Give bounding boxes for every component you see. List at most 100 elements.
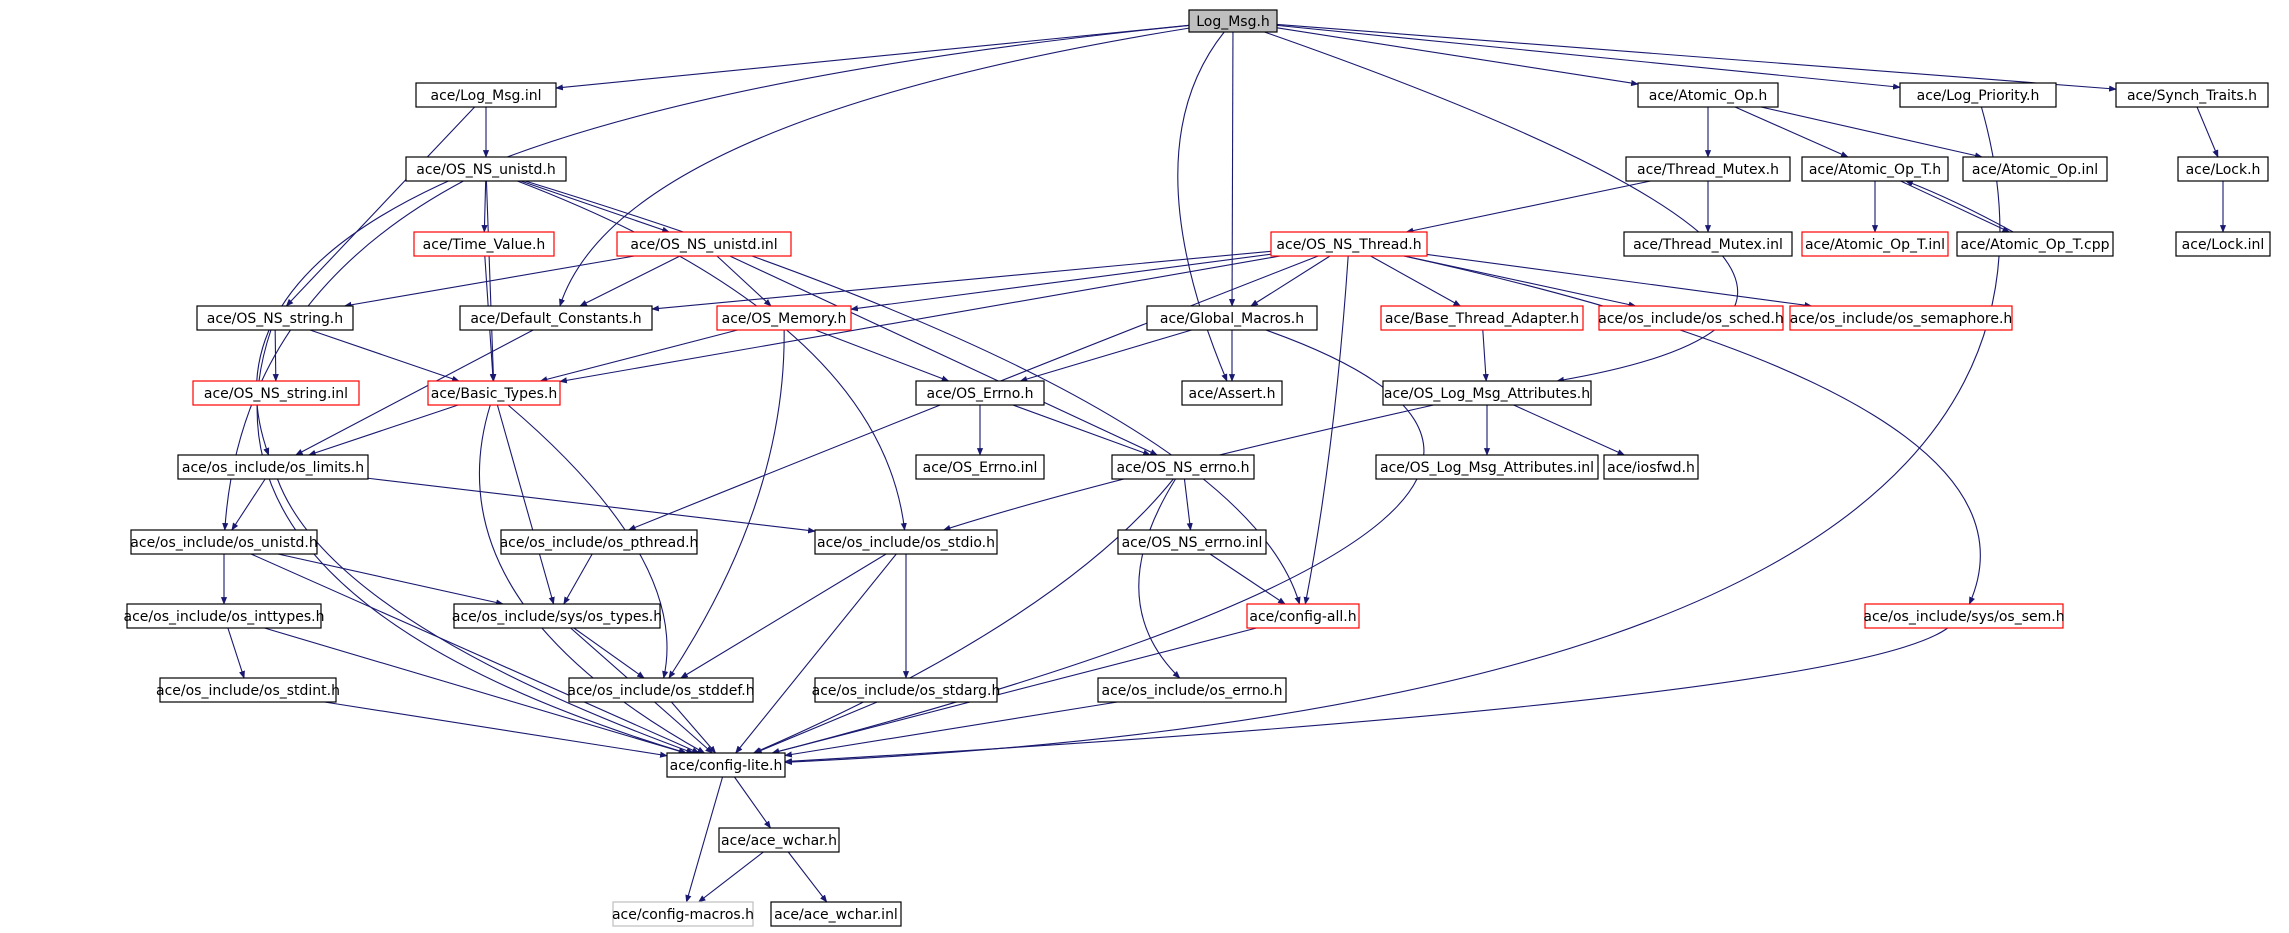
edge-os_stdarg_h-to-config_lite_h [754,701,878,754]
node-box [716,305,852,331]
node-ace-wchar-h[interactable]: ace/ace_wchar.h [718,827,840,853]
node-os-stdint-h[interactable]: ace/os_include/os_stdint.h [156,677,340,703]
node-os-ns-errno-h[interactable]: ace/OS_NS_errno.h [1111,454,1255,480]
edge-log_msg_h-to-log_priority_h [1276,24,1901,90]
node-box [612,901,754,927]
node-atomic-op-t-cpp[interactable]: ace/Atomic_Op_T.cpp [1956,231,2114,257]
node-basic-types-h[interactable]: ace/Basic_Types.h [427,380,561,406]
node-label: ace/os_include/os_inttypes.h [124,609,325,625]
node-log-msg-inl[interactable]: ace/Log_Msg.inl [415,82,557,108]
node-atomic-op-inl[interactable]: ace/Atomic_Op.inl [1962,156,2108,182]
node-label: ace/Log_Priority.h [1917,88,2040,104]
node-label: ace/Lock.h [2186,162,2261,178]
node-thread-mutex-inl[interactable]: ace/Thread_Mutex.inl [1623,231,1793,257]
node-default-constants-h[interactable]: ace/Default_Constants.h [459,305,653,331]
node-label: ace/os_include/sys/os_types.h [452,609,662,625]
node-log-msg-h[interactable]: Log_Msg.h [1188,9,1278,33]
node-config-lite-h[interactable]: ace/config-lite.h [666,752,786,778]
node-global-macros-h[interactable]: ace/Global_Macros.h [1146,305,1318,331]
node-os-ns-unistd-h[interactable]: ace/OS_NS_unistd.h [405,156,567,182]
node-os-semaphore-h[interactable]: ace/os_include/os_semaphore.h [1789,305,2013,331]
node-label: ace/Atomic_Op.inl [1972,162,2098,178]
node-label: ace/Atomic_Op_T.inl [1805,237,1945,253]
node-label: ace/os_include/os_unistd.h [130,535,317,551]
node-synch-traits-h[interactable]: ace/Synch_Traits.h [2115,82,2269,108]
node-os-ns-string-h[interactable]: ace/OS_NS_string.h [196,305,354,331]
edge-os_types_h-to-os_stddef_h [573,627,645,679]
node-box [814,677,998,703]
node-time-value-h[interactable]: ace/Time_Value.h [413,231,555,257]
node-label: ace/Atomic_Op_T.h [1809,162,1941,178]
edge-log_msg_h-to-default_constants_h [559,27,1190,307]
node-box [1380,305,1584,331]
node-os-sem-h[interactable]: ace/os_include/sys/os_sem.h [1863,603,2065,629]
node-box [814,529,998,555]
node-os-stdio-h[interactable]: ace/os_include/os_stdio.h [814,529,998,555]
node-atomic-op-t-inl[interactable]: ace/Atomic_Op_T.inl [1801,231,1949,257]
node-box [126,603,322,629]
node-label: ace/Atomic_Op.h [1649,88,1767,104]
node-os-ns-string-inl[interactable]: ace/OS_NS_string.inl [192,380,360,406]
edge-os_errno_h-to-os_ns_errno_h [1012,404,1151,456]
node-os-memory-h[interactable]: ace/OS_Memory.h [716,305,852,331]
node-thread-mutex-h[interactable]: ace/Thread_Mutex.h [1625,156,1791,182]
edge-os_ns_errno_h-to-config_lite_h [752,478,1174,754]
node-label: ace/ace_wchar.h [721,833,837,849]
node-os-errno-inl[interactable]: ace/OS_Errno.inl [915,454,1045,480]
node-config-macros-h[interactable]: ace/config-macros.h [612,901,754,927]
node-os-stddef-h[interactable]: ace/os_include/os_stddef.h [567,677,755,703]
node-os-errno-h[interactable]: ace/OS_Errno.h [915,380,1045,406]
node-iosfwd-h[interactable]: ace/iosfwd.h [1603,454,1699,480]
node-os-limits-h[interactable]: ace/os_include/os_limits.h [177,454,369,480]
node-ace-wchar-inl[interactable]: ace/ace_wchar.inl [770,901,902,927]
node-os-types-h[interactable]: ace/os_include/sys/os_types.h [452,603,662,629]
node-os-unistd-h[interactable]: ace/os_include/os_unistd.h [130,529,318,555]
edges-layer [220,23,2227,903]
node-os-ns-thread-h[interactable]: ace/OS_NS_Thread.h [1270,231,1428,257]
node-label: ace/OS_NS_unistd.inl [630,237,777,253]
node-label: ace/config-all.h [1249,609,1356,625]
edge-os_log_msg_attributes_h-to-iosfwd_h [1513,404,1626,456]
node-os-log-msg-attributes-h[interactable]: ace/OS_Log_Msg_Attributes.h [1382,380,1592,406]
node-label: ace/OS_NS_unistd.h [416,162,556,178]
edge-os_ns_string_h-to-os_ns_string_inl [272,329,279,382]
node-box [413,231,555,257]
node-log-priority-h[interactable]: ace/Log_Priority.h [1899,82,2057,108]
node-box [568,677,754,703]
node-box [1181,380,1283,406]
edge-os_ns_errno_h-to-os_errno_inc_h [1138,478,1181,679]
node-os-errno-inc-h[interactable]: ace/os_include/os_errno.h [1097,677,1287,703]
node-os-ns-unistd-inl[interactable]: ace/OS_NS_unistd.inl [616,231,792,257]
node-base-thread-adapter-h[interactable]: ace/Base_Thread_Adapter.h [1380,305,1584,331]
node-lock-h[interactable]: ace/Lock.h [2177,156,2269,182]
node-box [1097,677,1287,703]
node-label: ace/config-macros.h [612,907,754,923]
node-assert-h[interactable]: ace/Assert.h [1181,380,1283,406]
node-label: ace/os_include/os_stddef.h [567,683,754,699]
node-os-log-msg-attributes-inl[interactable]: ace/OS_Log_Msg_Attributes.inl [1375,454,1599,480]
node-os-sched-h[interactable]: ace/os_include/os_sched.h [1598,305,1784,331]
node-box [453,603,661,629]
node-os-stdarg-h[interactable]: ace/os_include/os_stdarg.h [812,677,1001,703]
node-label: ace/os_include/os_semaphore.h [1790,311,2013,327]
edge-os_ns_unistd_inl-to-os_memory_h [716,255,772,307]
node-os-inttypes-h[interactable]: ace/os_include/os_inttypes.h [124,603,325,629]
edge-os_unistd_h-to-config_lite_h [250,553,700,754]
node-atomic-op-t-h[interactable]: ace/Atomic_Op_T.h [1801,156,1949,182]
node-box [2175,231,2271,257]
node-config-all-h[interactable]: ace/config-all.h [1246,603,1360,629]
node-atomic-op-h[interactable]: ace/Atomic_Op.h [1637,82,1779,108]
edge-basic_types_h-to-config_lite_h [478,404,706,754]
node-box [1623,231,1793,257]
node-box [1270,231,1428,257]
node-os-pthread-h[interactable]: ace/os_include/os_pthread.h [500,529,699,555]
edge-os_stdio_h-to-config_lite_h [735,553,897,754]
node-label: ace/OS_Memory.h [722,311,847,327]
node-box [1801,156,1949,182]
edge-os_ns_string_h-to-basic_types_h [309,329,460,382]
edge-os_ns_thread_h-to-base_thread_adapter_h [1370,255,1462,307]
node-lock-inl[interactable]: ace/Lock.inl [2175,231,2271,257]
node-os-ns-errno-inl[interactable]: ace/OS_NS_errno.inl [1117,529,1267,555]
edge-os_stdint_h-to-config_lite_h [324,701,668,758]
